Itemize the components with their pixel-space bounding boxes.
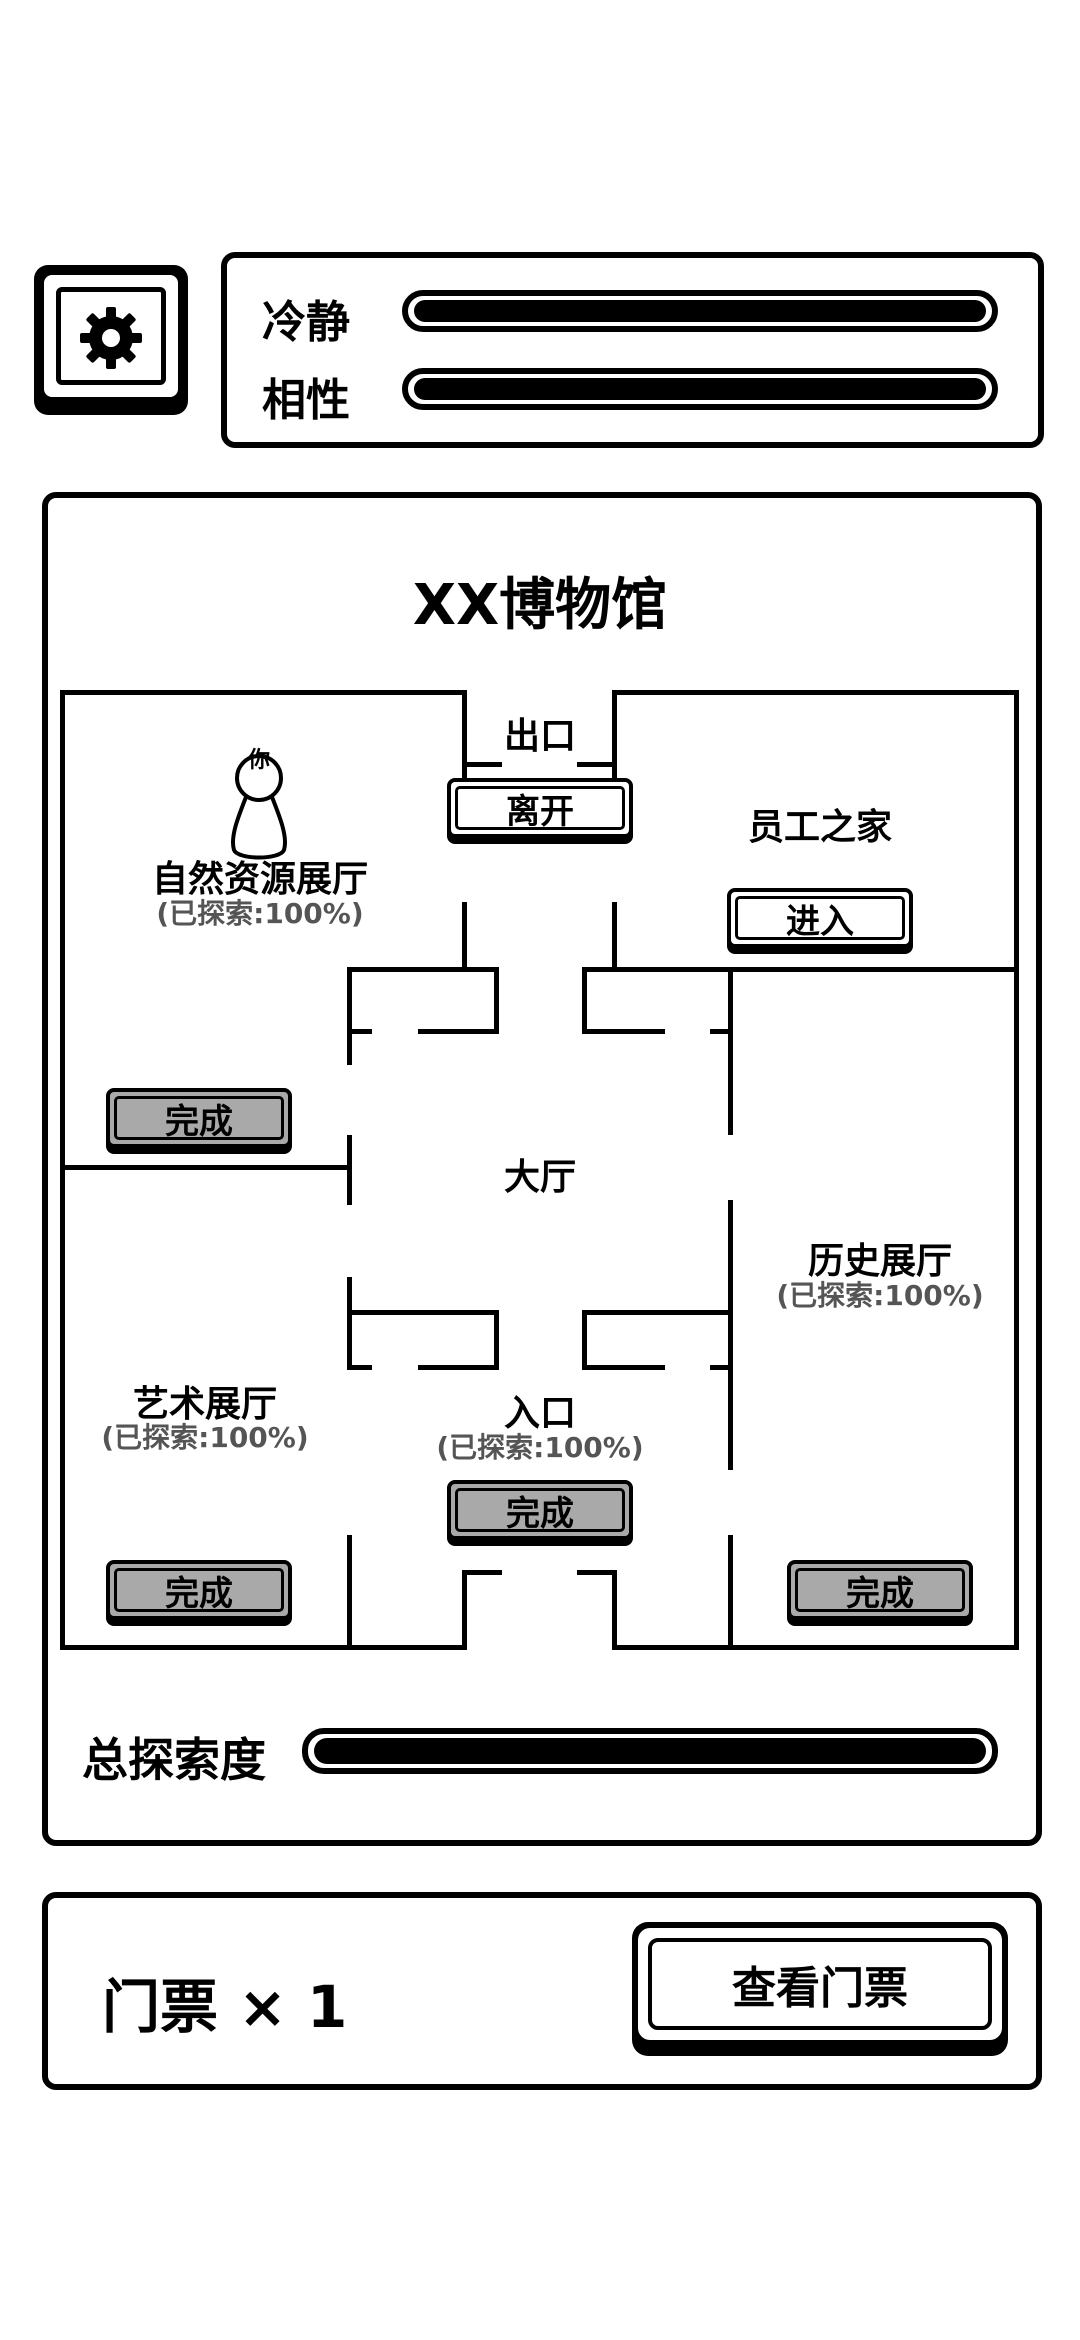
nature-hall-label: 自然资源展厅 [151, 859, 368, 900]
entrance-label: 入口 [503, 1393, 576, 1434]
ticket-count: 门票 × 1 [102, 1973, 348, 2041]
gear-icon [80, 307, 142, 369]
affinity-bar [402, 368, 998, 410]
player-avatar: 你 [228, 742, 290, 862]
stats-panel [221, 252, 1044, 448]
museum-title: XX博物馆 [412, 573, 668, 638]
nature-hall-done-button[interactable]: 完成 [106, 1088, 292, 1148]
affinity-label: 相性 [262, 375, 350, 426]
exit-label: 出口 [503, 716, 576, 757]
history-hall-done-button[interactable]: 完成 [787, 1560, 973, 1620]
enter-button[interactable]: 进入 [727, 888, 913, 948]
leave-button[interactable]: 离开 [447, 778, 633, 838]
map-panel [42, 492, 1042, 1846]
settings-button[interactable] [34, 265, 188, 415]
art-hall-label: 艺术展厅 [132, 1384, 277, 1425]
nature-hall-progress: (已探索:100%) [156, 897, 364, 930]
entrance-done-button[interactable]: 完成 [447, 1480, 633, 1540]
calm-label: 冷静 [262, 297, 350, 348]
player-tag: 你 [247, 748, 270, 773]
calm-bar [402, 290, 998, 332]
entrance-progress: (已探索:100%) [436, 1431, 644, 1464]
total-exploration-bar [302, 1728, 998, 1774]
art-hall-done-button[interactable]: 完成 [106, 1560, 292, 1620]
staff-home-label: 员工之家 [747, 807, 892, 848]
total-exploration-label: 总探索度 [82, 1733, 266, 1787]
view-ticket-label: 查看门票 [732, 1963, 908, 2014]
history-hall-label: 历史展厅 [807, 1241, 952, 1282]
lobby-label: 大厅 [503, 1157, 576, 1198]
history-hall-progress: (已探索:100%) [776, 1279, 984, 1312]
view-ticket-button[interactable]: 查看门票 [632, 1922, 1008, 2056]
art-hall-progress: (已探索:100%) [101, 1421, 309, 1454]
